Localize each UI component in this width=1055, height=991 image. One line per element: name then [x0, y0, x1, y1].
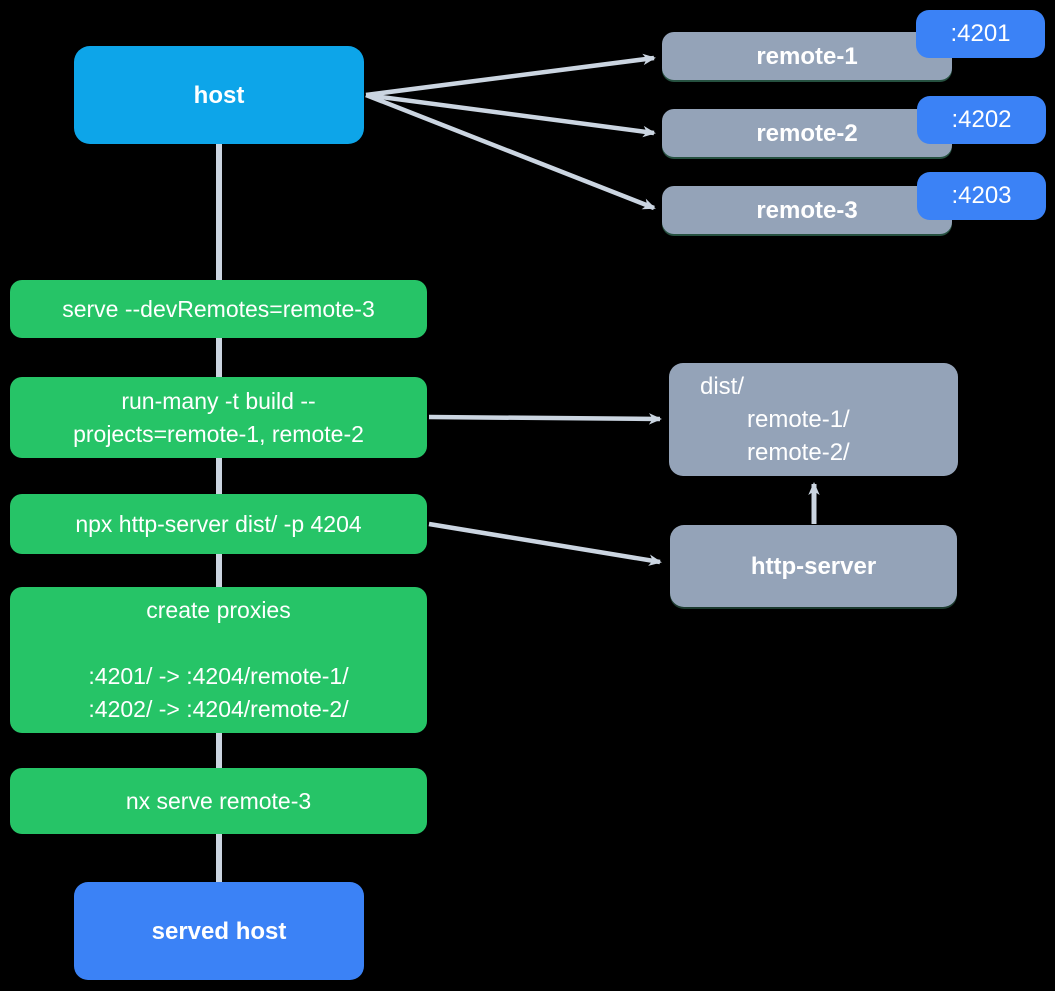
step-run-many-line-1: run-many -t build --: [121, 387, 316, 414]
step-serve-devremotes: serve --devRemotes=remote-3: [10, 280, 427, 338]
step-npx-http-server: npx http-server dist/ -p 4204: [10, 494, 427, 554]
port-badge-4201-label: :4201: [950, 20, 1011, 47]
served-host-label: served host: [151, 917, 287, 945]
node-host: host: [74, 46, 364, 144]
host-label: host: [193, 81, 245, 109]
dist-folder-root: dist/: [700, 373, 745, 400]
dist-folder-remote-2: remote-2/: [747, 439, 850, 466]
step-run-many-line-2: projects=remote-1, remote-2: [73, 420, 364, 447]
step-nx-serve-remote-3-text: nx serve remote-3: [125, 787, 312, 814]
arrow-build-dist: [428, 413, 662, 425]
step-npx-http-server-text: npx http-server dist/ -p 4204: [75, 510, 362, 537]
step-serve-devremotes-text: serve --devRemotes=remote-3: [62, 295, 375, 322]
node-http-server: http-server: [670, 525, 957, 607]
step-proxy-rule-2: :4202/ -> :4204/remote-2/: [88, 696, 349, 722]
dist-folder-remote-1: remote-1/: [747, 406, 850, 433]
port-badge-4202-label: :4202: [951, 106, 1012, 133]
port-badge-4203: :4203: [917, 172, 1046, 220]
arrow-host-remote-1: [365, 53, 656, 98]
step-run-many-build: run-many -t build -- projects=remote-1, …: [10, 377, 427, 458]
remote-2-label: remote-2: [756, 119, 858, 147]
node-remote-2: remote-2: [662, 109, 952, 157]
port-badge-4203-label: :4203: [951, 182, 1012, 209]
remote-3-label: remote-3: [756, 196, 858, 224]
port-badge-4201: :4201: [916, 10, 1045, 58]
node-dist-folder: dist/ remote-1/ remote-2/: [669, 363, 958, 476]
arrow-host-remote-3: [365, 92, 656, 211]
step-proxy-rule-1: :4201/ -> :4204/remote-1/: [88, 663, 349, 689]
remote-1-label: remote-1: [756, 42, 858, 70]
node-remote-3: remote-3: [662, 186, 952, 234]
arrow-host-remote-2: [365, 92, 656, 138]
http-server-label: http-server: [750, 552, 877, 580]
node-served-host: served host: [74, 882, 364, 980]
arrow-npx-httpserver: [428, 521, 662, 566]
step-create-proxies: create proxies :4201/ -> :4204/remote-1/…: [10, 587, 427, 733]
node-remote-1: remote-1: [662, 32, 952, 80]
step-nx-serve-remote-3: nx serve remote-3: [10, 768, 427, 834]
port-badge-4202: :4202: [917, 96, 1046, 144]
step-create-proxies-title: create proxies: [146, 597, 291, 623]
